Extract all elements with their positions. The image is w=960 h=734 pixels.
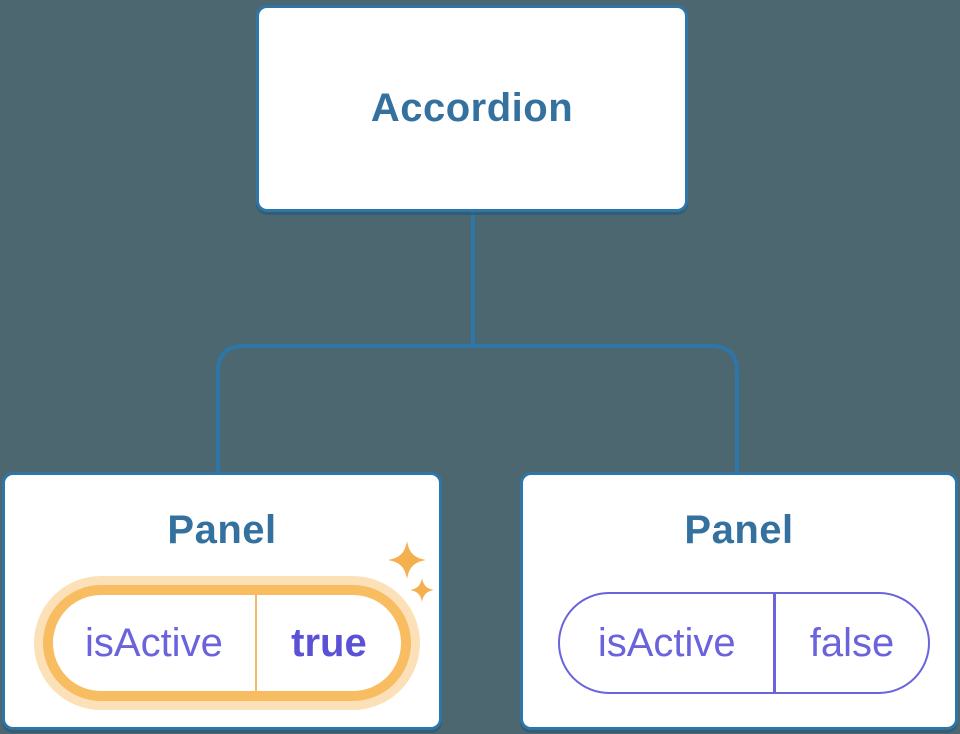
state-value-label: true: [291, 620, 367, 665]
state-key-label: isActive: [597, 620, 736, 665]
panel-title: Panel: [684, 508, 794, 552]
accordion-node-label: Accordion: [370, 86, 574, 130]
state-pill-inactive: isActive false: [558, 592, 930, 694]
connector-branches: [216, 344, 739, 472]
accordion-node: Accordion: [256, 5, 688, 212]
state-value-label: false: [809, 620, 895, 665]
panel-node-active: Panel isActive true: [2, 472, 442, 730]
state-key-label: isActive: [85, 620, 223, 665]
panel-title: Panel: [167, 508, 277, 552]
state-pill-active: isActive true: [43, 585, 411, 701]
panel-node-inactive: Panel isActive false: [520, 472, 958, 730]
pill-divider: [254, 595, 257, 691]
pill-divider: [773, 594, 776, 692]
